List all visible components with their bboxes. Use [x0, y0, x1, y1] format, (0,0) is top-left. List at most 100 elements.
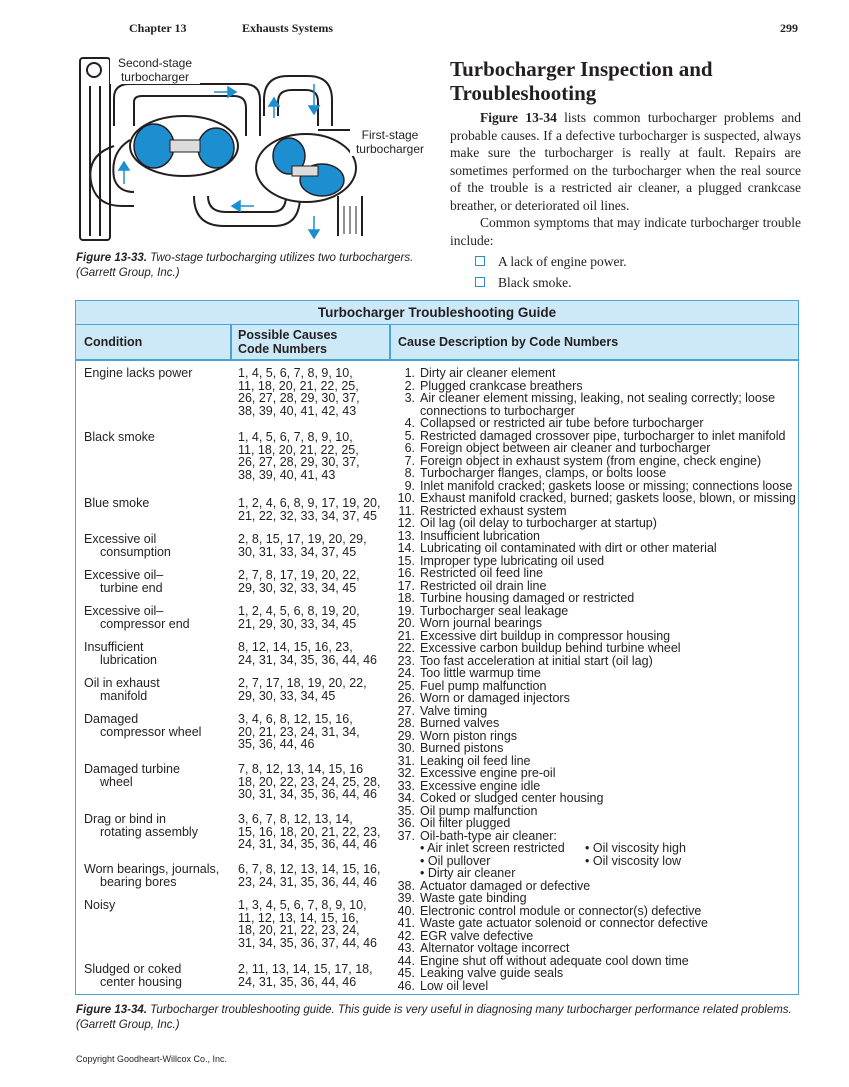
cause-number: 44. — [397, 953, 415, 968]
section-title: Turbocharger Inspection and Troubleshoot… — [450, 57, 713, 105]
code-numbers: 29, 30, 33, 34, 45 — [238, 688, 336, 703]
condition-cell: Noisy — [84, 899, 234, 912]
cause-item: 32.Excessive engine pre-oil — [396, 767, 796, 780]
cause-text: Excessive engine idle — [420, 778, 541, 793]
cause-text: Restricted damaged crossover pipe, turbo… — [420, 428, 786, 443]
condition-text: rotating assembly — [100, 824, 198, 839]
two-stage-turbo-diagram: Second-stage turbocharger First-stage tu… — [74, 56, 432, 246]
cause-item: 10.Exhaust manifold cracked, burned; gas… — [396, 492, 796, 505]
cause-text: Waste gate binding — [420, 891, 527, 905]
table-header: Condition Possible Causes Code Numbers C… — [76, 325, 798, 359]
condition-cell: Excessive oil–turbine end — [84, 569, 234, 594]
codes-cell: 2, 8, 15, 17, 19, 20, 29,30, 31, 33, 34,… — [238, 533, 398, 558]
cause-number: 27. — [397, 703, 415, 718]
cause-number: 24. — [397, 666, 415, 680]
cause-number: 41. — [397, 916, 415, 930]
cause-number: 15. — [397, 553, 415, 568]
code-numbers: 1, 2, 4, 5, 6, 8, 19, 20, — [238, 604, 360, 618]
code-numbers: 3, 6, 7, 8, 12, 13, 14, — [238, 812, 353, 826]
symptom-text: A lack of engine power. — [498, 254, 627, 269]
cause-item: 15. Improper type lubricating oil used — [396, 553, 796, 568]
cause-item: 26.Worn or damaged injectors — [396, 692, 796, 705]
cause-text: Foreign object between air cleaner and t… — [420, 441, 711, 455]
condition-cell: Black smoke — [84, 431, 234, 444]
code-numbers: 30, 31, 34, 35, 36, 44, 46 — [238, 787, 378, 801]
cause-item: 29.Worn piston rings — [396, 728, 796, 743]
cause-item: 37.Oil-bath-type air cleaner: — [396, 829, 796, 843]
header-causes: Cause Description by Code Numbers — [398, 335, 619, 349]
code-numbers: 2, 7, 8, 17, 19, 20, 22, — [238, 568, 360, 582]
cause-item: 3.Air cleaner element missing, leaking, … — [396, 392, 796, 417]
code-numbers: 20, 21, 23, 24, 31, 34, — [238, 724, 360, 739]
cause-text: Excessive carbon buildup behind turbine … — [420, 641, 681, 655]
subitem-text: • Oil viscosity low — [585, 853, 682, 868]
cause-number: 18. — [397, 591, 415, 605]
cause-text: Air cleaner element missing, leaking, no… — [420, 391, 776, 418]
cause-item: 5.Restricted damaged crossover pipe, tur… — [396, 428, 796, 443]
cause-text: Worn journal bearings — [420, 616, 543, 630]
code-numbers: 30, 31, 33, 34, 37, 45 — [238, 544, 357, 559]
cause-text: Dirty air cleaner element — [420, 366, 556, 380]
cause-text: Plugged crankcase breathers — [420, 378, 583, 393]
cause-number: 25. — [397, 678, 415, 693]
codes-cell: 8, 12, 14, 15, 16, 23,24, 31, 34, 35, 36… — [238, 641, 398, 666]
cause-item: 24.Too little warmup time — [396, 667, 796, 680]
cause-number: 2. — [404, 378, 415, 393]
caption-text: Two-stage turbocharging utilizes two tur… — [76, 252, 414, 279]
cause-number: 16. — [397, 566, 415, 580]
cause-number: 45. — [397, 966, 415, 980]
cause-text: Valve timing — [420, 703, 488, 718]
cause-item: 38.Actuator damaged or defective — [396, 878, 796, 893]
cause-text: Excessive engine pre-oil — [420, 766, 556, 780]
condition-text: wheel — [100, 774, 133, 789]
symptom-list: A lack of engine power. Black smoke. — [450, 251, 801, 293]
code-numbers: 38, 39, 40, 41, 43 — [238, 467, 336, 482]
cause-item: 34.Coked or sludged center housing — [396, 792, 796, 805]
cause-text: Exhaust manifold cracked, burned; gasket… — [420, 491, 796, 505]
code-numbers: 1, 2, 4, 6, 8, 9, 17, 19, 20, — [238, 496, 381, 510]
code-numbers: 15, 16, 18, 20, 21, 22, 23, — [238, 824, 381, 839]
cause-item: 36.Oil filter plugged — [396, 817, 796, 830]
code-numbers: 2, 11, 13, 14, 15, 17, 18, — [238, 962, 373, 976]
cause-text: Turbocharger flanges, clamps, or bolts l… — [420, 466, 667, 480]
cause-text: Alternator voltage incorrect — [420, 941, 570, 955]
cause-text: Worn piston rings — [420, 728, 518, 743]
page-number: 299 — [780, 21, 798, 35]
checkbox-icon — [475, 256, 485, 266]
condition-text: Oil in exhaust — [84, 676, 160, 690]
cause-number: 19. — [397, 603, 415, 618]
cause-text: Restricted oil drain line — [420, 578, 547, 593]
cause-number: 9. — [404, 478, 415, 493]
cause-text: Coked or sludged center housing — [420, 791, 604, 805]
cause-item: 20.Worn journal bearings — [396, 617, 796, 630]
condition-text: Excessive oil– — [84, 604, 164, 618]
cause-item: 31.Leaking oil feed line — [396, 754, 796, 768]
cause-text: Leaking valve guide seals — [420, 966, 564, 980]
subitem-text: • Air inlet screen restricted — [420, 841, 565, 855]
condition-cell: Worn bearings, journals,bearing bores — [84, 863, 234, 888]
code-numbers: 1, 4, 5, 6, 7, 8, 9, 10, — [238, 366, 353, 380]
cause-number: 8. — [404, 466, 415, 480]
cause-number: 22. — [397, 641, 415, 655]
code-numbers: 18, 20, 22, 23, 24, 25, 28, — [238, 774, 381, 789]
list-item: A lack of engine power. — [475, 251, 801, 272]
cause-text: Oil lag (oil delay to turbocharger at st… — [420, 516, 657, 530]
cause-text: Restricted oil feed line — [420, 566, 543, 580]
cause-text: Oil pump malfunction — [420, 803, 538, 818]
figure-reference: Figure 13-34 — [480, 110, 557, 125]
figure-13-34-caption: Figure 13-34. Turbocharger troubleshooti… — [76, 1003, 806, 1033]
label-first-stage: First-stage turbocharger — [350, 128, 430, 156]
figure-label: Figure 13-33. — [76, 252, 147, 264]
cause-number: 46. — [397, 978, 415, 993]
condition-text: compressor wheel — [100, 724, 202, 739]
cause-subitem: • Oil pullover• Oil viscosity low — [396, 853, 796, 868]
cause-number: 7. — [404, 453, 415, 468]
cause-text: Improper type lubricating oil used — [420, 553, 605, 568]
cause-text: Fuel pump malfunction — [420, 678, 547, 693]
second-stage-turbo-body — [129, 115, 239, 177]
condition-text: bearing bores — [100, 874, 177, 889]
cause-number: 38. — [397, 878, 415, 893]
